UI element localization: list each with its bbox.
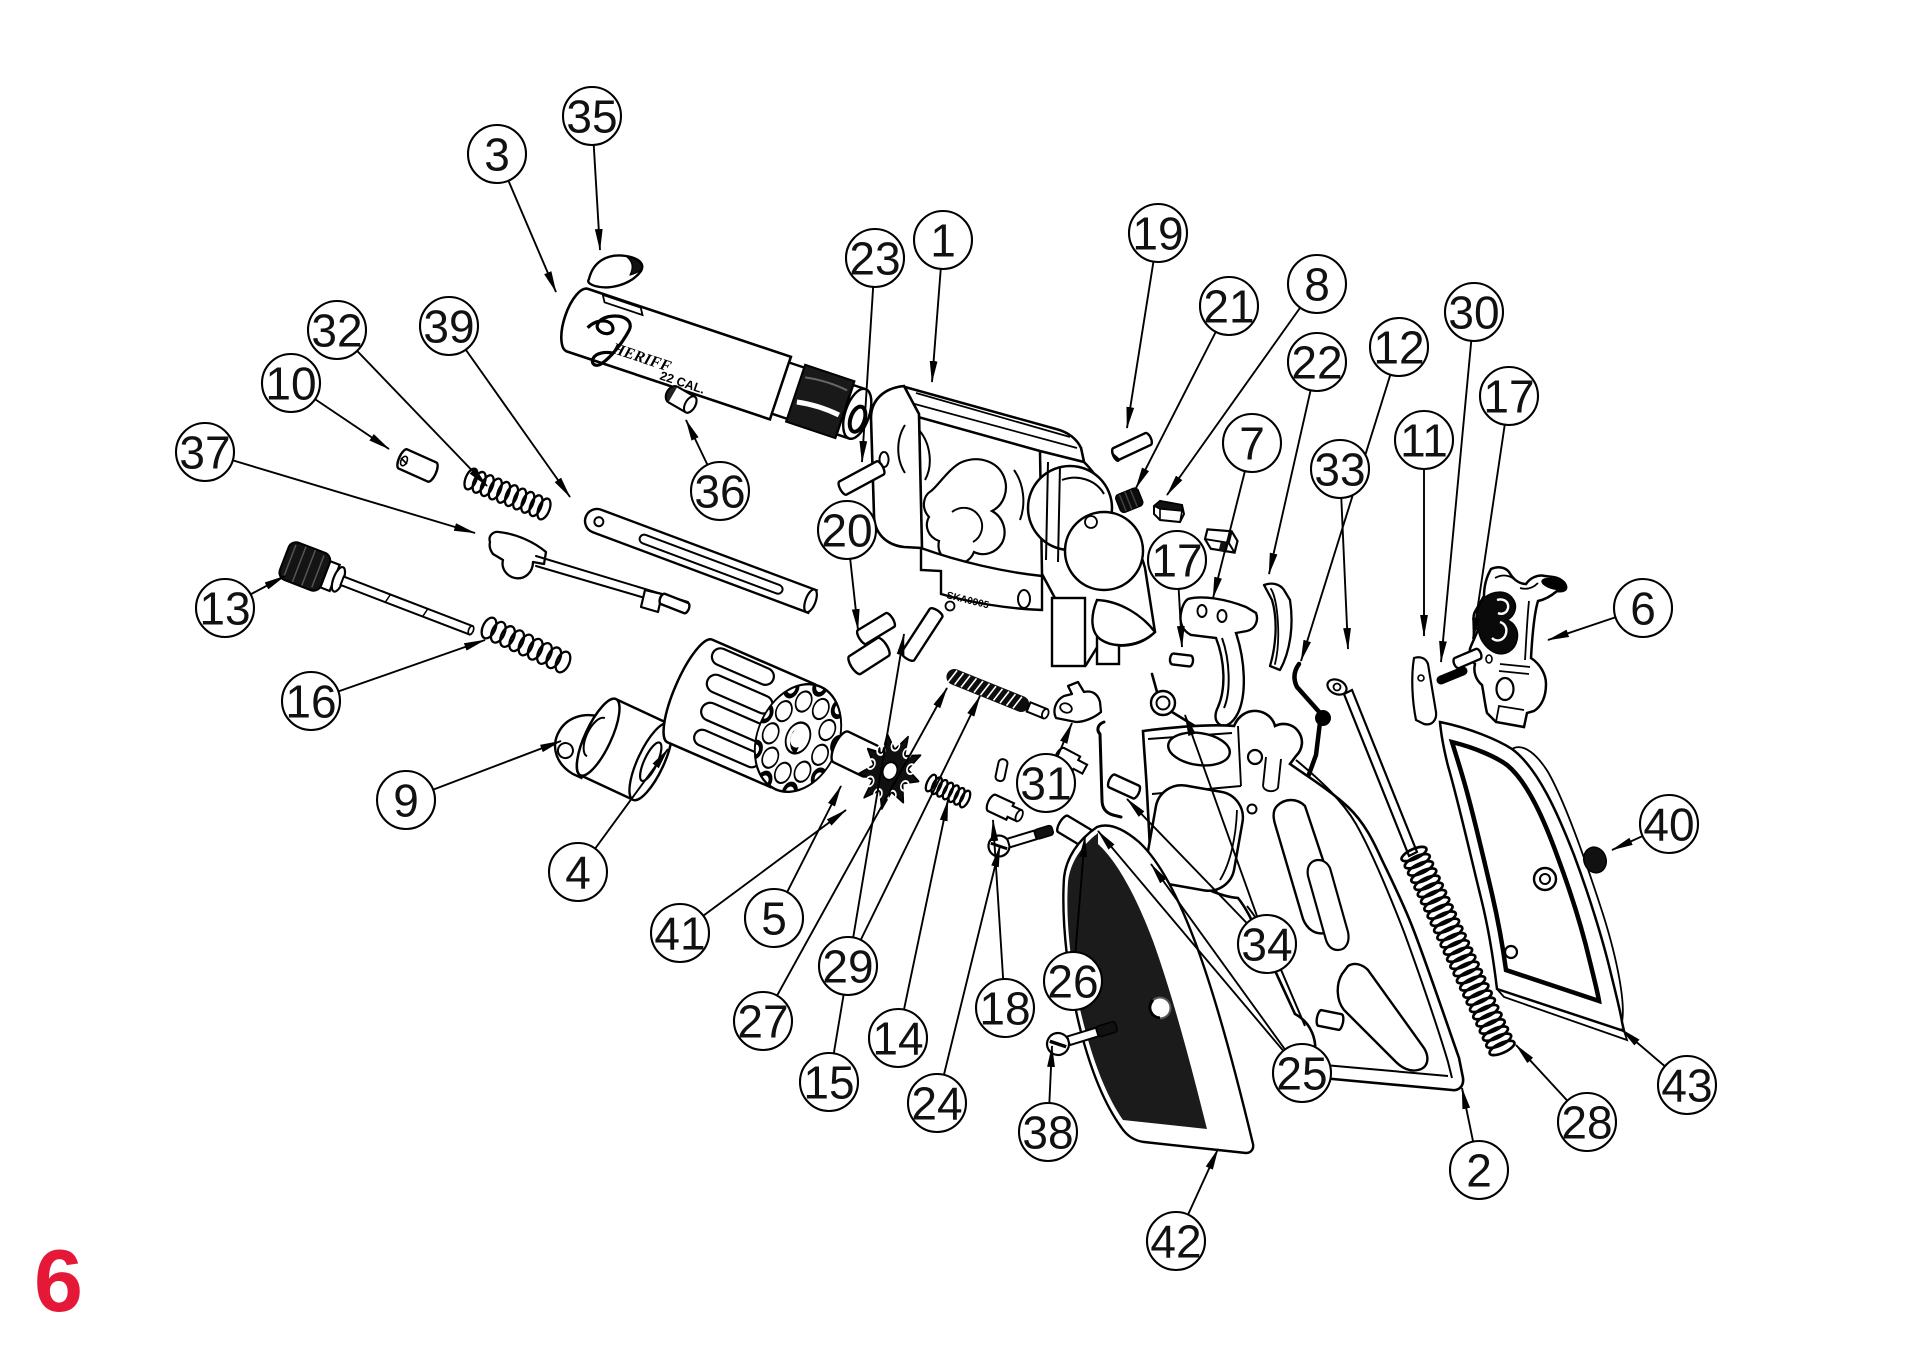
svg-text:28: 28 xyxy=(1561,1097,1612,1149)
svg-text:38: 38 xyxy=(1022,1107,1073,1159)
svg-text:14: 14 xyxy=(872,1013,923,1065)
svg-text:22: 22 xyxy=(1291,337,1342,389)
svg-text:29: 29 xyxy=(822,941,873,993)
svg-text:1: 1 xyxy=(930,215,956,267)
svg-text:20: 20 xyxy=(821,505,872,557)
svg-text:5: 5 xyxy=(761,893,787,945)
svg-text:7: 7 xyxy=(1239,418,1265,470)
svg-text:35: 35 xyxy=(566,91,617,143)
svg-text:6: 6 xyxy=(1630,583,1656,635)
svg-text:8: 8 xyxy=(1304,259,1330,311)
svg-text:4: 4 xyxy=(565,847,591,899)
svg-text:33: 33 xyxy=(1314,444,1365,496)
svg-text:42: 42 xyxy=(1150,1216,1201,1268)
svg-text:16: 16 xyxy=(285,676,336,728)
svg-text:40: 40 xyxy=(1643,799,1694,851)
svg-text:43: 43 xyxy=(1661,1060,1712,1112)
svg-text:18: 18 xyxy=(979,983,1030,1035)
svg-text:3: 3 xyxy=(484,129,510,181)
svg-text:21: 21 xyxy=(1203,281,1254,333)
svg-text:25: 25 xyxy=(1276,1048,1327,1100)
svg-text:17: 17 xyxy=(1151,535,1202,587)
svg-text:34: 34 xyxy=(1241,919,1292,971)
svg-text:27: 27 xyxy=(737,996,788,1048)
svg-text:39: 39 xyxy=(423,301,474,353)
svg-text:26: 26 xyxy=(1047,956,1098,1008)
svg-text:15: 15 xyxy=(803,1057,854,1109)
svg-text:12: 12 xyxy=(1373,322,1424,374)
svg-text:23: 23 xyxy=(849,233,900,285)
svg-text:41: 41 xyxy=(654,908,705,960)
svg-text:9: 9 xyxy=(393,775,419,827)
svg-text:6: 6 xyxy=(34,1231,83,1330)
svg-text:11: 11 xyxy=(1400,415,1448,467)
svg-text:19: 19 xyxy=(1132,208,1183,260)
svg-text:31: 31 xyxy=(1020,758,1071,810)
svg-text:2: 2 xyxy=(1466,1145,1492,1197)
svg-text:37: 37 xyxy=(179,427,230,479)
svg-text:32: 32 xyxy=(311,305,362,357)
svg-text:36: 36 xyxy=(694,466,745,518)
svg-text:30: 30 xyxy=(1448,287,1499,339)
svg-text:13: 13 xyxy=(199,583,250,635)
svg-text:17: 17 xyxy=(1483,371,1534,423)
svg-text:24: 24 xyxy=(911,1078,962,1130)
svg-text:10: 10 xyxy=(265,358,316,410)
